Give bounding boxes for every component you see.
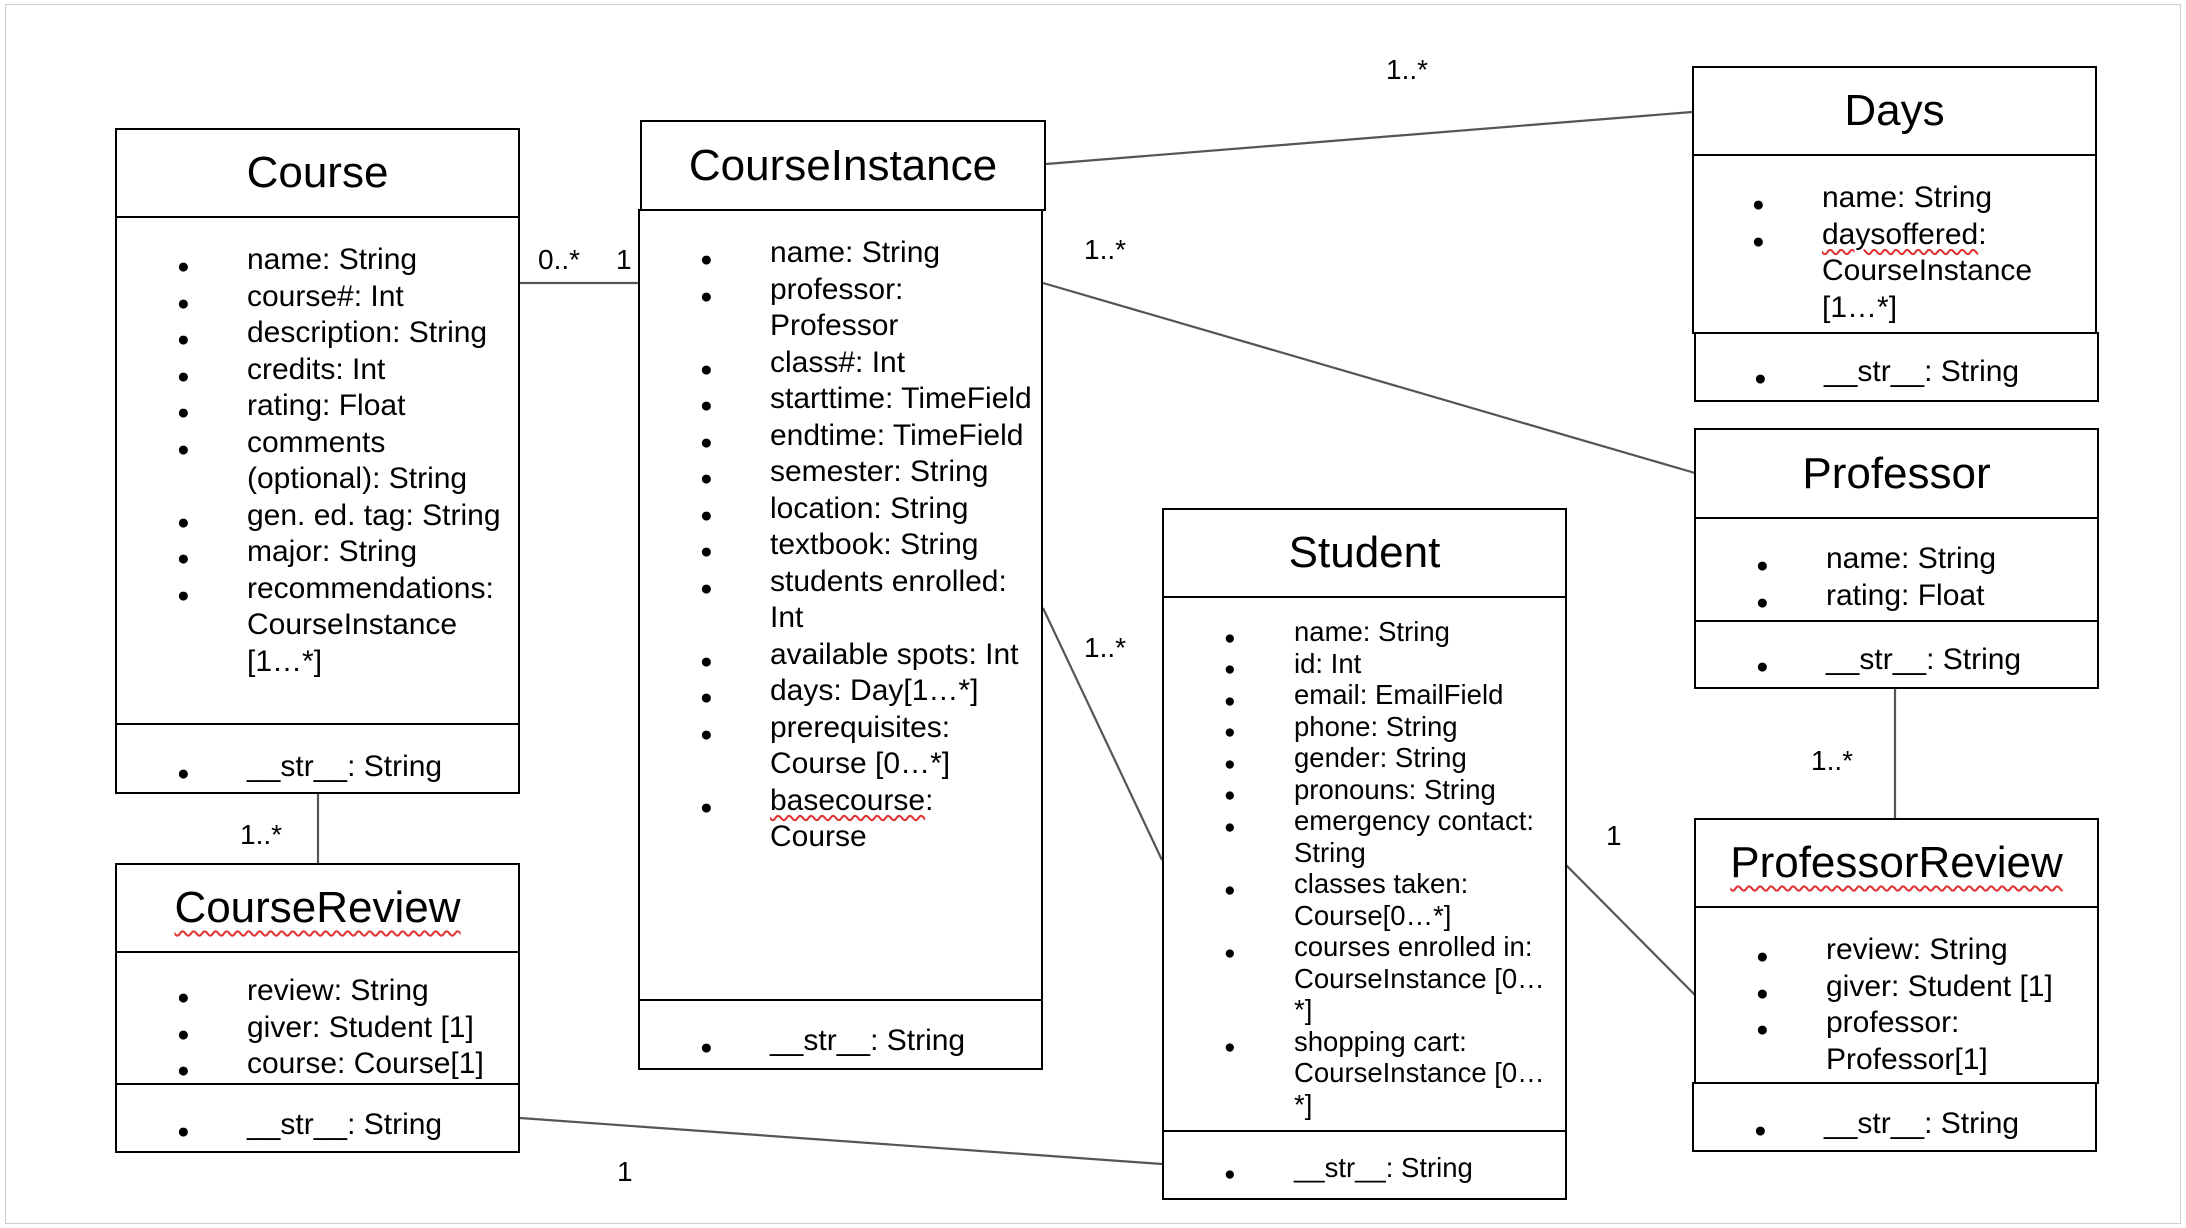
professorreview-method: __str__: String <box>1754 1106 2089 1149</box>
course-attribute: description: String <box>177 315 512 358</box>
course-methods-box: __str__: String <box>115 723 520 794</box>
courseinstance-methods-box: __str__: String <box>638 999 1043 1070</box>
coursereview-method: __str__: String <box>177 1107 512 1150</box>
daysoffered-name: daysoffered <box>1822 217 1979 251</box>
link-courseinstance-professor <box>1042 281 1696 475</box>
professor-attribute: name: String <box>1756 541 2091 584</box>
coursereview-attribute: course: Course[1] <box>177 1046 512 1089</box>
student-attribute: classes taken: Course[0…*] <box>1224 868 1559 931</box>
link-courseinstance-days <box>1045 110 1693 166</box>
professorreview-attribute: professor: Professor[1] <box>1756 1005 2091 1078</box>
course-attribute: recommendations: CourseInstance [1…*] <box>177 571 512 681</box>
course-class-name: Course <box>246 148 389 197</box>
multiplicity-label: 0..* <box>538 244 581 275</box>
course-method: __str__: String <box>177 749 512 792</box>
courseinstance-attribute: semester: String <box>700 454 1035 497</box>
courseinstance-attribute: students enrolled: Int <box>700 564 1035 637</box>
courseinstance-attribute-basecourse: basecourse: Course <box>700 783 1035 856</box>
student-class-name: Student <box>1288 528 1441 577</box>
link-coursereview-student <box>519 1116 1163 1166</box>
days-attribute-daysoffered: daysoffered: CourseInstance [1…*] <box>1752 217 2089 327</box>
courseinstance-attributes-box: name: String professor: Professor class#… <box>638 209 1043 1001</box>
daysoffered-type: : CourseInstance [1…*] <box>1822 217 2033 324</box>
courseinstance-attribute: starttime: TimeField <box>700 381 1035 424</box>
courseinstance-attribute: textbook: String <box>700 527 1035 570</box>
student-method: __str__: String <box>1224 1152 1559 1190</box>
basecourse-type: : Course <box>770 783 934 854</box>
student-attribute: id: Int <box>1224 648 1559 686</box>
student-attributes-box: name: String id: Int email: EmailField p… <box>1162 596 1567 1132</box>
course-attribute: credits: Int <box>177 352 512 395</box>
course-attribute: gen. ed. tag: String <box>177 498 512 541</box>
multiplicity-label: 1 <box>1606 820 1622 851</box>
professorreview-class-name: ProfessorReview <box>1730 838 2063 887</box>
multiplicity-label: 1..* <box>1386 54 1429 85</box>
days-attribute: name: String <box>1752 180 2089 223</box>
courseinstance-attribute: name: String <box>700 235 1035 278</box>
courseinstance-attribute: professor: Professor <box>700 272 1035 345</box>
course-class-name-box: Course <box>115 128 520 218</box>
page-frame <box>5 4 2181 1224</box>
courseinstance-class-name-box: CourseInstance <box>640 120 1046 211</box>
student-attribute: emergency contact: String <box>1224 805 1559 868</box>
days-methods-box: __str__: String <box>1694 332 2099 402</box>
courseinstance-attribute: location: String <box>700 491 1035 534</box>
multiplicity-label: 1..* <box>1811 745 1854 776</box>
multiplicity-label: 1..* <box>240 819 283 850</box>
courseinstance-attribute: available spots: Int <box>700 637 1035 680</box>
professor-methods-box: __str__: String <box>1694 620 2099 689</box>
professor-method: __str__: String <box>1756 642 2091 685</box>
coursereview-methods-box: __str__: String <box>115 1083 520 1153</box>
professor-class-name: Professor <box>1802 448 1991 498</box>
courseinstance-method: __str__: String <box>700 1023 1035 1066</box>
basecourse-name: basecourse <box>770 783 926 817</box>
student-class-name-box: Student <box>1162 508 1567 598</box>
professorreview-attribute: giver: Student [1] <box>1756 969 2091 1012</box>
link-courseinstance-student <box>1042 607 1163 861</box>
courseinstance-attribute: endtime: TimeField <box>700 418 1035 461</box>
student-attribute: email: EmailField <box>1224 679 1559 717</box>
multiplicity-label: 1..* <box>1084 632 1127 663</box>
course-attribute: comments (optional): String <box>177 425 512 498</box>
student-attribute: name: String <box>1224 616 1559 654</box>
coursereview-attribute: giver: Student [1] <box>177 1010 512 1053</box>
student-methods-box: __str__: String <box>1162 1130 1567 1200</box>
coursereview-attributes-box: review: String giver: Student [1] course… <box>115 951 520 1089</box>
days-class-name: Days <box>1844 86 1945 135</box>
courseinstance-attribute: days: Day[1…*] <box>700 673 1035 716</box>
course-attribute: rating: Float <box>177 388 512 431</box>
days-method: __str__: String <box>1754 354 2091 397</box>
professor-class-name-box: Professor <box>1694 428 2099 519</box>
days-attributes-box: name: String daysoffered: CourseInstance… <box>1692 154 2097 334</box>
professorreview-methods-box: __str__: String <box>1692 1082 2097 1152</box>
professor-attributes-box: name: String rating: Float <box>1694 517 2099 622</box>
professorreview-attribute: review: String <box>1756 932 2091 975</box>
student-attribute: gender: String <box>1224 742 1559 780</box>
professor-attribute: rating: Float <box>1756 578 2091 621</box>
student-attribute: shopping cart: CourseInstance [0…*] <box>1224 1026 1559 1121</box>
course-attribute: major: String <box>177 534 512 577</box>
coursereview-class-name: CourseReview <box>174 883 461 932</box>
course-attributes-box: name: String course#: Int description: S… <box>115 216 520 725</box>
coursereview-attribute: review: String <box>177 973 512 1016</box>
professorreview-attributes-box: review: String giver: Student [1] profes… <box>1694 906 2099 1084</box>
coursereview-class-name-box: CourseReview <box>115 863 520 953</box>
multiplicity-label: 1 <box>617 1156 633 1187</box>
courseinstance-attribute: prerequisites: Course [0…*] <box>700 710 1035 783</box>
course-attribute: course#: Int <box>177 279 512 322</box>
multiplicity-label: 1 <box>616 244 632 275</box>
link-student-professorreview <box>1565 864 1696 996</box>
days-class-name-box: Days <box>1692 66 2097 156</box>
student-attribute: pronouns: String <box>1224 774 1559 812</box>
courseinstance-class-name: CourseInstance <box>688 140 998 190</box>
multiplicity-label: 1..* <box>1084 234 1127 265</box>
professorreview-class-name-box: ProfessorReview <box>1694 818 2099 908</box>
course-attribute: name: String <box>177 242 512 285</box>
courseinstance-attribute: class#: Int <box>700 345 1035 388</box>
student-attribute: courses enrolled in: CourseInstance [0…*… <box>1224 931 1559 1026</box>
student-attribute: phone: String <box>1224 711 1559 749</box>
